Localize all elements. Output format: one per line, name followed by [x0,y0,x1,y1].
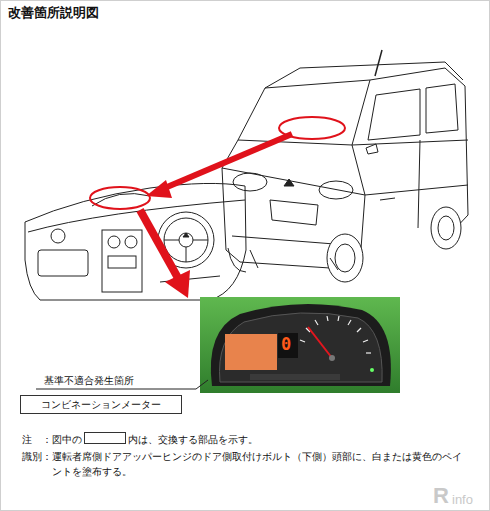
svg-text:​: ​ [229,339,230,348]
watermark: info [452,492,473,507]
box-outline: コンビネーションメーター [20,395,182,414]
note-line: 注 ：図中の 内は、交換する部品を示す。 [22,432,258,447]
highlight-marks [90,117,345,298]
part-name: コンビネーションメーター [41,399,161,410]
meter-reading: 0 [281,334,291,354]
identification-text: ：運転者席側ドアアッパーヒンジのドア側取付けボルト（下側）頭部に、白または黄色の… [42,449,462,479]
watermark: R [433,483,449,509]
diagram-title: 改善箇所説明図 [8,4,99,22]
box-heading: 基準不適合発生箇所 [20,374,195,387]
identification-line: 識別：運転者席側ドアアッパーヒンジのドア側取付けボルト（下側）頭部に、白または黄… [22,449,462,479]
meter-photo: ​ [200,297,400,393]
note-frame-sample [84,432,126,444]
identification-head: 識別 [22,449,42,479]
dashboard-drawing [25,183,246,300]
car-drawing [222,50,468,282]
part-label-box: 基準不適合発生箇所コンビネーションメーター [20,374,195,414]
note-text: 内は、交換する部品を示す。 [128,434,258,445]
note-text: 注 ：図中の [22,434,82,445]
